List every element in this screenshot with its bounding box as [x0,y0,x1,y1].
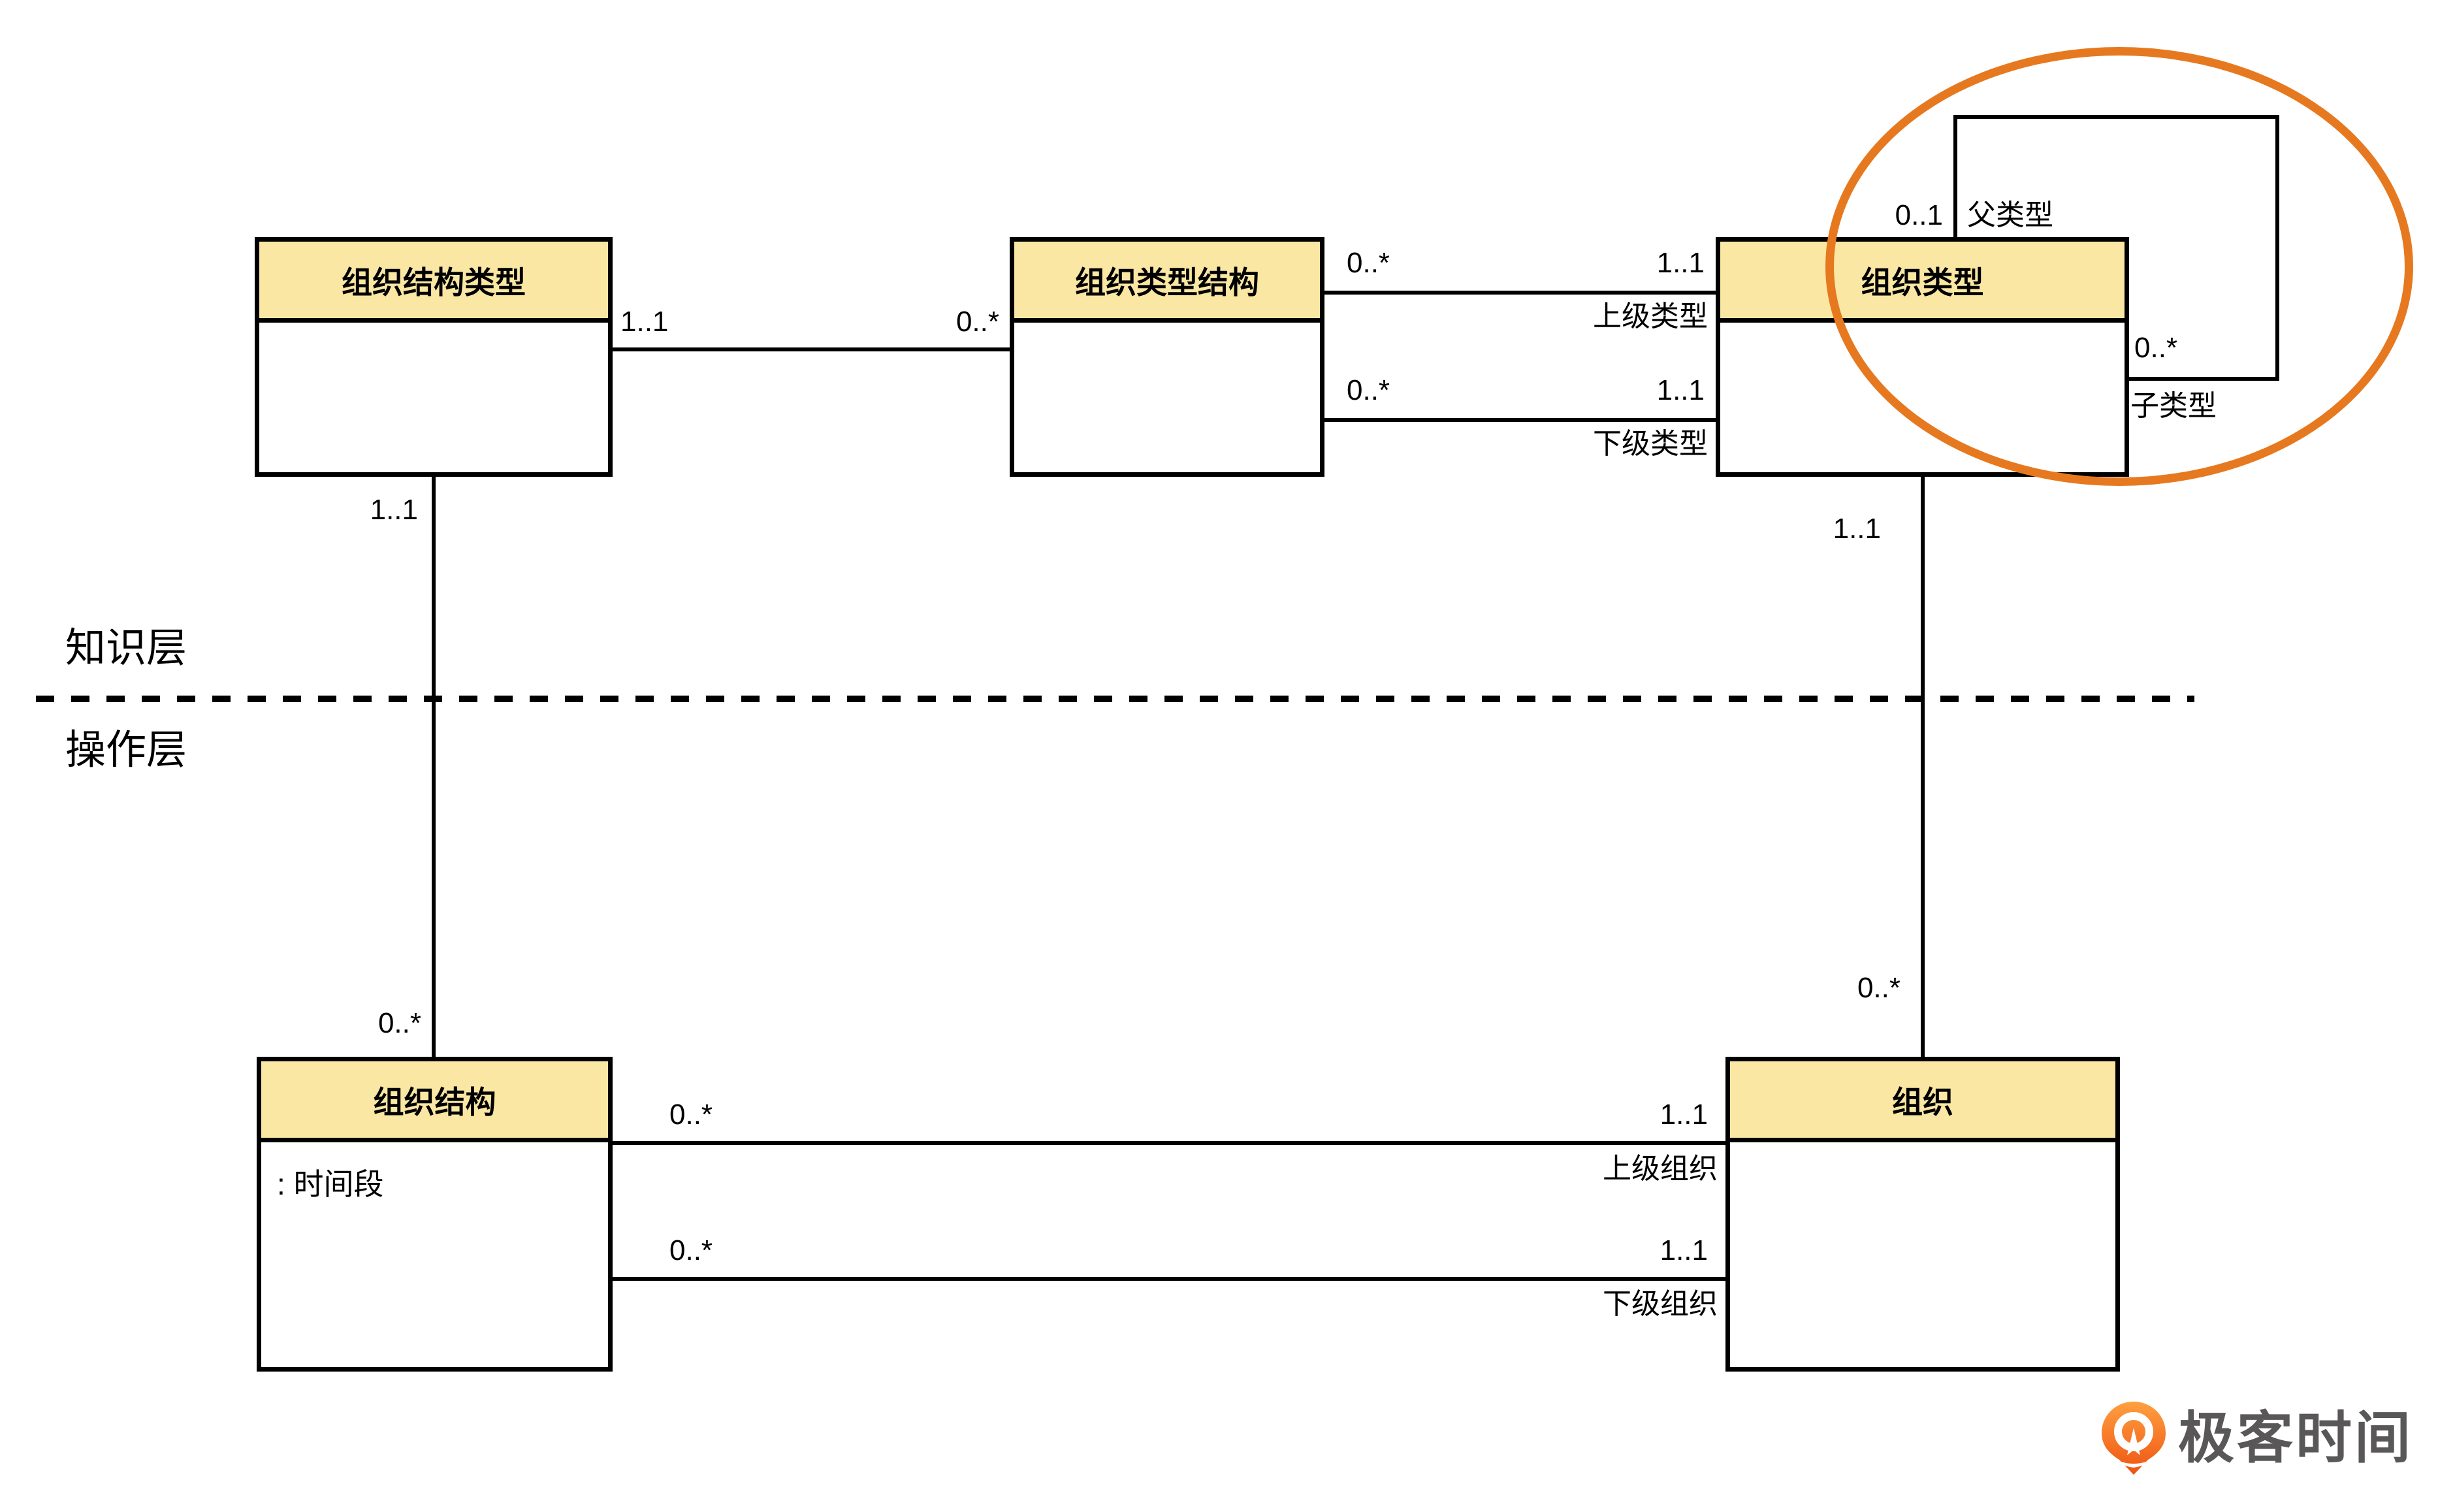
class-box-org-structure-type: 组织结构类型 [255,237,613,477]
class-box-org-type: 组织类型 [1716,237,2129,477]
mult-struct-org-upper-right: 1..1 [1660,1099,1708,1131]
mult-structtype-struct-bottom: 0..* [377,1007,421,1039]
mult-structtype-struct-top: 1..1 [370,494,418,526]
layer-label-operation: 操作层 [65,728,187,773]
mult-typestruct-type-lower-left: 0..* [1347,374,1390,406]
assoc-line-typestruct-type-upper [1324,291,1716,295]
role-lower-type: 下级类型 [1593,428,1708,460]
mult-type-org-top: 1..1 [1833,513,1881,545]
class-header-org-structure-type: 组织结构类型 [259,242,608,323]
role-upper-org: 上级组织 [1603,1153,1718,1185]
role-lower-org: 下级组织 [1603,1288,1718,1320]
assoc-line-typestruct-type-lower [1324,418,1716,422]
mult-typestruct-type-upper-left: 0..* [1347,247,1390,279]
selfref-line-bottom [2129,377,2279,381]
class-title-org: 组织 [1892,1085,1953,1119]
class-body-org-type [1720,323,2125,359]
assoc-line-structtype-typestruct [613,347,1010,351]
class-body-org-structure-type [259,323,608,359]
class-box-org-type-structure: 组织类型结构 [1010,237,1324,477]
class-header-org: 组织 [1730,1061,2115,1142]
selfref-line-right [2275,115,2279,381]
class-body-org [1730,1142,2115,1179]
mult-selfref-parent: 0..1 [1895,199,1943,231]
assoc-line-struct-org-upper [613,1141,1725,1145]
selfref-line-left [1953,115,1957,237]
mult-struct-org-lower-right: 1..1 [1660,1234,1708,1266]
mult-typestruct-type-lower-right: 1..1 [1656,374,1705,406]
assoc-line-structtype-struct [432,477,436,1057]
geektime-logo-text: 极客时间 [2178,1407,2413,1470]
class-box-org: 组织 [1725,1057,2120,1372]
mult-structtype-typestruct-right: 0..* [955,306,999,338]
role-child-type: 子类型 [2130,390,2217,422]
class-box-org-structure: 组织结构 : 时间段 [257,1057,613,1372]
mult-typestruct-type-upper-right: 1..1 [1656,247,1705,279]
class-title-org-type-structure: 组织类型结构 [1075,265,1259,300]
class-attribute-time-period: : 时间段 [277,1167,384,1201]
class-header-org-type-structure: 组织类型结构 [1014,242,1320,323]
mult-selfref-child: 0..* [2134,332,2178,364]
assoc-line-struct-org-lower [613,1277,1725,1281]
selfref-line-top [1953,115,2279,119]
class-title-org-structure: 组织结构 [373,1085,496,1119]
mult-struct-org-upper-left: 0..* [669,1099,713,1131]
class-body-org-type-structure [1014,323,1320,359]
mult-structtype-typestruct-left: 1..1 [620,306,669,338]
mult-struct-org-lower-left: 0..* [669,1234,713,1266]
class-title-org-structure-type: 组织结构类型 [342,265,526,300]
class-header-org-type: 组织类型 [1720,242,2125,323]
assoc-line-type-org [1921,477,1925,1057]
role-upper-type: 上级类型 [1593,300,1708,332]
class-title-org-type: 组织类型 [1861,265,1984,300]
role-parent-type: 父类型 [1967,199,2053,231]
class-header-org-structure: 组织结构 [261,1061,608,1142]
layer-label-knowledge: 知识层 [65,626,187,671]
geektime-logo-icon [2101,1402,2166,1475]
mult-type-org-bottom: 0..* [1857,972,1901,1004]
layer-divider-dashed-line [36,696,2194,702]
geektime-logo: 极客时间 [2101,1402,2413,1475]
